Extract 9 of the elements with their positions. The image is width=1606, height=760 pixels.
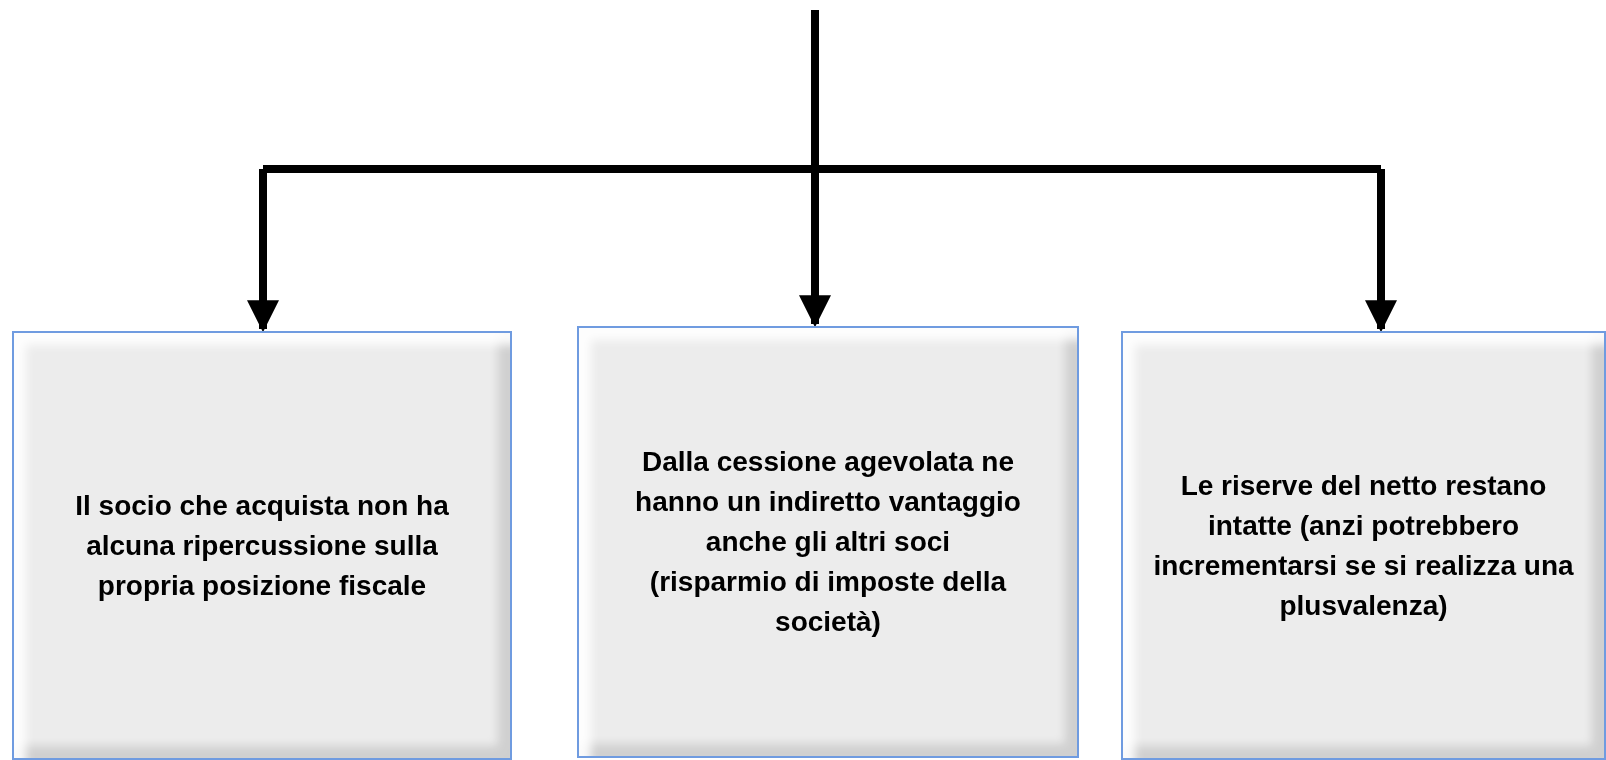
text-box	[1121, 331, 1606, 760]
text-box	[12, 331, 512, 760]
arrow	[1365, 169, 1397, 333]
text-box	[577, 326, 1079, 758]
box-text: (risparmio di imposte della società)	[648, 565, 1008, 639]
box-text: Il socio che acquista non ha alcuna ripercussione sulla propria posizione fiscale	[74, 488, 450, 603]
arrow	[247, 169, 279, 333]
box-text: Le riserve del netto restano intatte (anzi potrebbero incrementarsi se si realizza una plusvalenza)	[1152, 468, 1575, 623]
box-text: Dalla cessione agevolata ne hanno un indiretto vantaggio anche gli altri soci	[634, 445, 1022, 559]
